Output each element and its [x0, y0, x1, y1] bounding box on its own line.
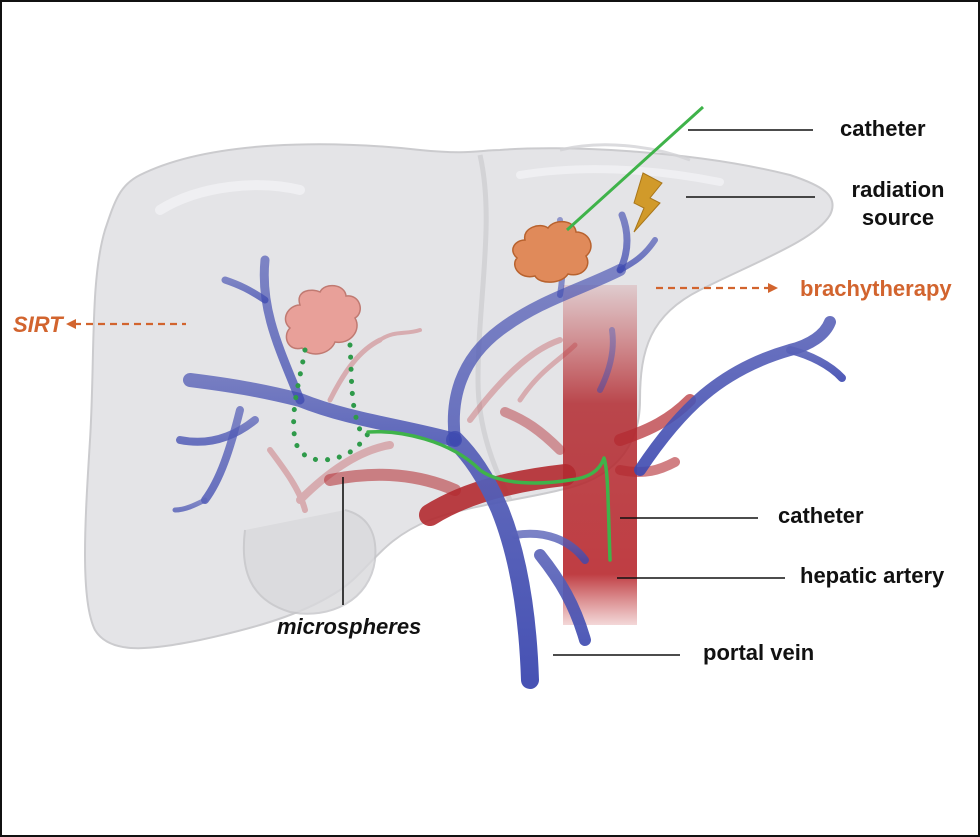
radiation-label-line2: source — [842, 204, 954, 232]
catheter-mid-label: catheter — [778, 503, 864, 529]
hepatic-artery-column — [563, 285, 637, 625]
microspheres-label: microspheres — [277, 614, 421, 640]
radiation-source-label: radiation source — [842, 176, 954, 232]
catheter-top-label: catheter — [840, 116, 926, 142]
sirt-label: SIRT — [13, 312, 63, 338]
brachytherapy-label: brachytherapy — [800, 276, 952, 302]
portal-vein-label: portal vein — [703, 640, 814, 666]
radiation-label-line1: radiation — [842, 176, 954, 204]
hepatic-artery-label: hepatic artery — [800, 563, 944, 589]
